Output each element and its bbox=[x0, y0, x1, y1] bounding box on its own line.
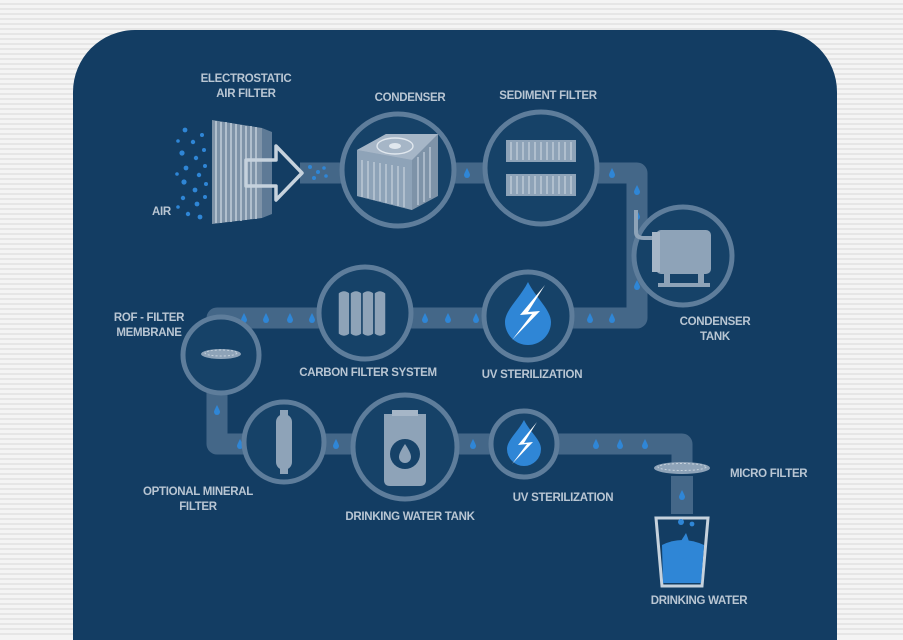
water-drop-icon bbox=[287, 313, 293, 323]
condenser-icon bbox=[339, 111, 457, 229]
air-particles bbox=[175, 127, 328, 220]
sediment-filter-icon bbox=[482, 109, 600, 227]
water-drop-icon bbox=[634, 185, 640, 195]
water-drop-icon bbox=[609, 168, 615, 178]
uv-lightning-icon bbox=[481, 269, 575, 363]
label-micro-filter: MICRO FILTER bbox=[730, 468, 808, 480]
water-drop-icon bbox=[333, 439, 339, 449]
water-drop-icon bbox=[445, 313, 451, 323]
label-carbon-filter-system: CARBON FILTER SYSTEM bbox=[299, 367, 437, 379]
water-drop-icon bbox=[241, 313, 247, 323]
water-drop-icon bbox=[470, 439, 476, 449]
water-drop-icon bbox=[422, 313, 428, 323]
label-uv-sterilization-2: UV STERILIZATION bbox=[512, 492, 614, 504]
arrow-right-icon bbox=[244, 144, 304, 202]
membrane-icon bbox=[180, 314, 262, 396]
label-air: AIR bbox=[152, 206, 171, 218]
label-rof-filter-membrane: ROF - FILTER MEMBRANE bbox=[113, 312, 185, 339]
label-uv-sterilization-1: UV STERILIZATION bbox=[481, 369, 583, 381]
water-tank-icon bbox=[350, 392, 460, 502]
water-drop-icon bbox=[214, 405, 220, 415]
label-condenser-tank: CONDENSER TANK bbox=[679, 316, 751, 343]
water-drop-icon bbox=[634, 280, 640, 290]
label-sediment-filter: SEDIMENT FILTER bbox=[499, 90, 597, 102]
water-drop-icon bbox=[473, 313, 479, 323]
mineral-filter-icon bbox=[241, 399, 327, 485]
glass-of-water-icon bbox=[654, 516, 710, 588]
water-drop-icon bbox=[464, 168, 470, 178]
carbon-filter-icon bbox=[316, 264, 414, 362]
water-drop-icon bbox=[587, 313, 593, 323]
water-drop-icon bbox=[642, 439, 648, 449]
electrostatic-filter-icon bbox=[212, 120, 272, 224]
water-drop-icon bbox=[237, 439, 243, 449]
water-drop-icon bbox=[617, 439, 623, 449]
label-optional-mineral-filter: OPTIONAL MINERAL FILTER bbox=[143, 486, 253, 513]
water-drop-icon bbox=[679, 490, 685, 500]
water-drop-icon bbox=[609, 313, 615, 323]
label-electrostatic-filter: ELECTROSTATIC AIR FILTER bbox=[200, 73, 292, 100]
water-drop-icon bbox=[309, 313, 315, 323]
water-drop-icon bbox=[263, 313, 269, 323]
micro-filter-icon bbox=[654, 462, 710, 474]
label-drinking-water-tank: DRINKING WATER TANK bbox=[345, 511, 475, 523]
water-drop-icon bbox=[593, 439, 599, 449]
uv-lightning-icon bbox=[488, 408, 560, 480]
condenser-tank-icon bbox=[631, 204, 735, 308]
label-condenser: CONDENSER bbox=[374, 92, 446, 104]
label-drinking-water: DRINKING WATER bbox=[650, 595, 748, 607]
